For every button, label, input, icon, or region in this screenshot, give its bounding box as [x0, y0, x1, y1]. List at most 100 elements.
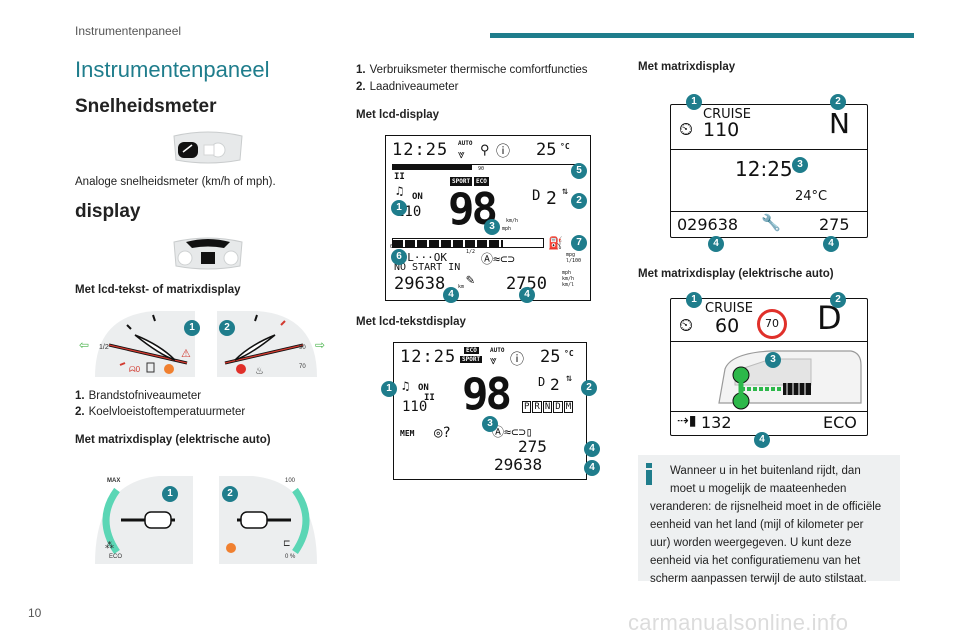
lcd-odometer: 29638 [394, 274, 446, 294]
header-accent-bar [490, 33, 914, 38]
speed-limiter-icon: ♫ [396, 184, 404, 198]
lcd-clock: 12:25 [392, 140, 449, 160]
wiper-icon: ⩔ [458, 147, 465, 161]
lcd-level-bar [392, 238, 544, 248]
callout-4: 4 [584, 460, 600, 476]
lcdtext-temperature: 25 [540, 347, 561, 367]
lcdtext-range: 275 [518, 437, 547, 456]
list1-item-2: 2.Koelvloeistoftemperatuurmeter [75, 406, 246, 418]
ev-cruise-speed: 60 [715, 315, 740, 337]
callout-3: 3 [484, 219, 500, 235]
info-line-3: veranderen: de rijsnelheid moet in de of… [650, 501, 882, 513]
matrix-cruise-speed: 110 [703, 119, 740, 141]
brake-warning-icon: ⓘ [496, 144, 510, 160]
info-icon [646, 463, 652, 485]
ev-divider-top [671, 341, 867, 342]
lcd-range: 2750 [506, 274, 547, 294]
lcd-temp-unit: °C [560, 142, 570, 151]
lcd-on-label: ON [412, 192, 423, 202]
speedometer-heading: Snelheidsmeter [75, 96, 217, 117]
lcdtext-gear: D [538, 375, 546, 389]
lcdtext-mem-label: MEM [400, 429, 415, 438]
lcd-start-message: NO START IN [394, 262, 461, 273]
lcd-range-units: mph km/h km/l [562, 270, 575, 288]
callout-2: 2 [581, 380, 597, 396]
running-header: Instrumentenpaneel [75, 24, 182, 38]
lcdtext-clock: 12:25 [400, 347, 457, 367]
prnd-n: N [542, 401, 553, 413]
matrix-cruise-label: CRUISE [703, 107, 751, 122]
lcd-level-half: 1/2 [466, 249, 476, 255]
callout-2: 2 [830, 292, 846, 308]
page-number: 10 [28, 606, 42, 620]
callout-4: 4 [584, 441, 600, 457]
lcd-sport-badge: SPORT [450, 177, 473, 186]
info-line-2: moet u mogelijk de maateenheden [670, 483, 847, 495]
callout-2: 2 [219, 320, 235, 336]
lcd-mph-unit: mph [502, 226, 512, 232]
prnd-d: D [553, 401, 563, 413]
matrix-range: 275 [819, 215, 850, 234]
lcd-display-heading: Met lcd-display [356, 109, 440, 121]
lcd-scale-60: 60 [392, 166, 399, 172]
callout-4: 4 [754, 432, 770, 448]
list1-item-1: 1.Brandstofniveaumeter [75, 390, 202, 402]
speedometer-location-illustration [173, 131, 243, 164]
lcd-auto-label: AUTO [458, 140, 473, 147]
callout-4: 4 [708, 236, 724, 252]
lcdtext-odometer: 29638 [494, 455, 543, 474]
pause-icon: II [424, 393, 435, 403]
callout-3: 3 [792, 157, 808, 173]
ev-gauge-100-label: 100 [285, 478, 296, 484]
lcd-kmh-unit: km/h [506, 218, 519, 224]
matrix-clock: 12:25 [735, 157, 793, 181]
ev-energy-flow-illustration [718, 350, 862, 410]
electric-matrix-heading: Met matrixdisplay (elektrische auto) [75, 434, 271, 446]
callout-6: 6 [391, 249, 407, 265]
lcd-oil-message: OIL···OK [394, 251, 447, 264]
wrench-icon: ✎ [466, 272, 475, 288]
svg-text:⚠: ⚠ [181, 348, 191, 360]
ev-divider-bottom [671, 411, 867, 412]
ev-cruise-label: CRUISE [705, 301, 753, 316]
wrench-icon: 🔧 [761, 213, 781, 232]
svg-text:ᗣ0: ᗣ0 [129, 365, 141, 374]
callout-2: 2 [830, 94, 846, 110]
watermark: carmanualsonline.info [628, 610, 849, 635]
wiper-icon: ⩔ [490, 353, 497, 367]
fuel-coolant-gauges-illustration: 1/2 ᗣ0 ⇦ ⚠ 90 70 ♨ ⇨ [79, 311, 325, 377]
callout-1: 1 [391, 200, 407, 216]
callout-1: 1 [162, 486, 178, 502]
callout-3: 3 [482, 416, 498, 432]
prnd-p: P [522, 401, 532, 413]
pause-icon: II [394, 172, 405, 182]
service-icons: Ⓐ≈⊂⊃▯ [492, 425, 533, 439]
matrix-display: ⏲ CRUISE 110 N 12:25 24°C 029638 🔧 275 [670, 104, 868, 238]
gear-shift-arrows-icon: ⇅ [566, 373, 573, 384]
matrix-gear: N [829, 107, 850, 140]
gear-shift-arrows-icon: ⇅ [562, 186, 569, 197]
lcd-l100-unit: l/100 [566, 258, 582, 264]
lcdtext-prnd-row: P R N D M [522, 401, 574, 413]
callout-2: 2 [571, 193, 587, 209]
lcdtext-on-label: ON [418, 383, 429, 393]
callout-1: 1 [686, 94, 702, 110]
lcd-temperature: 25 [536, 140, 557, 160]
callout-1: 1 [184, 320, 200, 336]
lcdtext-gear-number: 2 [550, 375, 560, 394]
gauge-seventy-label: 70 [299, 364, 306, 370]
callout-3: 3 [765, 352, 781, 368]
ev-gauges-illustration: MAX 100 ECO 0 % ⊏ ⁂ [95, 476, 317, 564]
callout-4: 4 [519, 287, 535, 303]
ev-range: 132 [701, 413, 732, 432]
lcd-scale-90: 90 [478, 166, 485, 172]
callout-1: 1 [381, 381, 397, 397]
matrix-ev-display-heading: Met matrixdisplay (elektrische auto) [638, 268, 834, 280]
page-title: Instrumentenpaneel [75, 57, 270, 82]
svg-text:⁂: ⁂ [105, 540, 114, 550]
lcd-display: 12:25 AUTO ⩔ ⚲ ⓘ 25 °C 60 90 II SPORT EC… [385, 135, 591, 301]
info-note-text: Wanneer u in het buitenland rijdt, dan m… [650, 462, 894, 588]
brake-warning-icon: ⓘ [510, 352, 524, 368]
matrix-temperature: 24°C [795, 189, 828, 204]
fuel-pump-icon: ⛽ [548, 236, 563, 250]
